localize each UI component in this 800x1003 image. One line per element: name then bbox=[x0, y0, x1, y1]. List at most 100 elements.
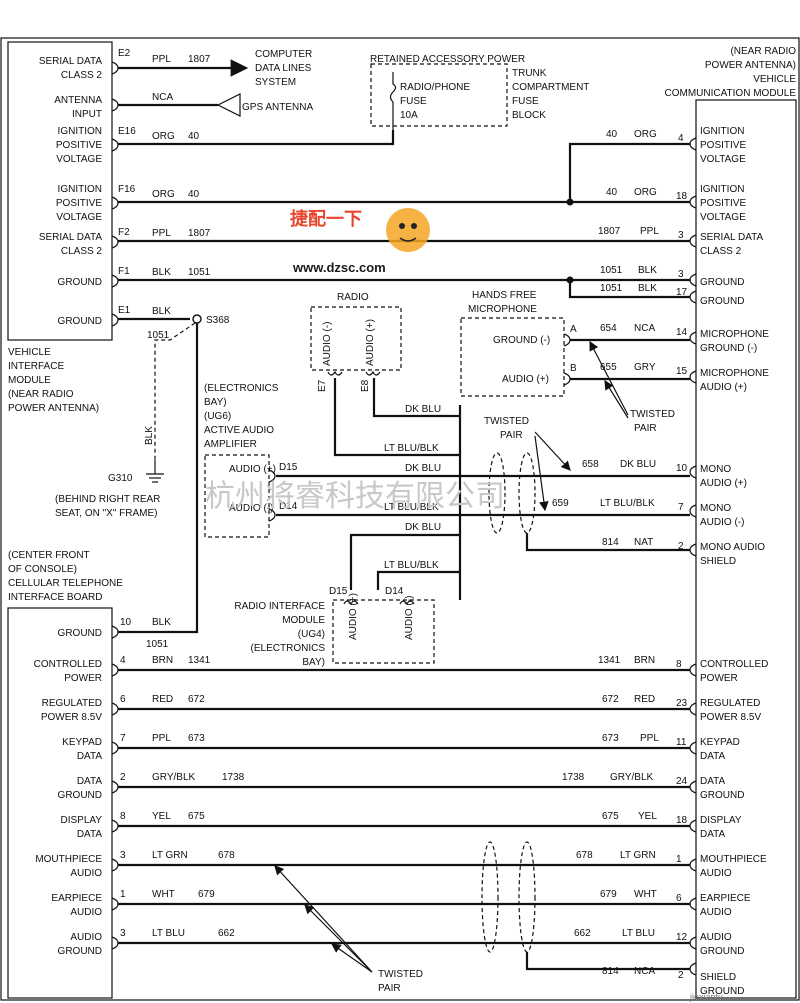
cellular-ground-pin: 10 bbox=[120, 617, 132, 628]
right-label: EARPIECE bbox=[700, 893, 751, 904]
svg-text:MODULE: MODULE bbox=[282, 615, 325, 626]
svg-text:IGNITION: IGNITION bbox=[58, 126, 102, 137]
amp-pin-d14: D14 bbox=[279, 501, 298, 512]
left-pin: 3 bbox=[120, 850, 126, 861]
vim-name: VEHICLE INTERFACE MODULE (NEAR RADIO POW… bbox=[8, 347, 99, 414]
svg-text:3: 3 bbox=[678, 269, 684, 280]
cell-twisted-arrow-2 bbox=[304, 904, 373, 973]
svg-text:IGNITION: IGNITION bbox=[700, 184, 744, 195]
svg-text:MICROPHONE: MICROPHONE bbox=[468, 304, 537, 315]
wire-color: LT GRN bbox=[152, 850, 188, 861]
microphone-title: HANDS FREE MICROPHONE bbox=[468, 290, 537, 315]
wire-color: WHT bbox=[152, 889, 175, 900]
svg-text:NAT: NAT bbox=[634, 537, 653, 548]
cellular-twisted-label: TWISTED PAIR bbox=[378, 969, 423, 994]
cell-shield-label-1: SHIELD bbox=[700, 972, 736, 983]
amp-lt-blu-blk-label: LT BLU/BLK bbox=[384, 502, 439, 513]
cell-shield-connector bbox=[689, 962, 697, 976]
right-connector bbox=[689, 741, 697, 755]
svg-text:RADIO INTERFACE: RADIO INTERFACE bbox=[234, 601, 325, 612]
wire-color: WHT bbox=[634, 889, 657, 900]
svg-text:POWER ANTENNA): POWER ANTENNA) bbox=[8, 403, 99, 414]
left-label: POWER bbox=[64, 673, 102, 684]
mono-twisted-pair-right bbox=[518, 452, 536, 534]
wire-color: PPL bbox=[152, 733, 171, 744]
wire-color: LT GRN bbox=[620, 850, 656, 861]
vcm-name: (NEAR RADIO POWER ANTENNA) VEHICLE COMMU… bbox=[665, 46, 797, 99]
g310-note-1: (BEHIND RIGHT REAR bbox=[55, 494, 160, 505]
fuse-block-location: TRUNK COMPARTMENT FUSE BLOCK bbox=[512, 68, 589, 121]
left-label: AUDIO bbox=[70, 932, 102, 943]
svg-text:IGNITION: IGNITION bbox=[58, 184, 102, 195]
left-label: MOUTHPIECE bbox=[35, 854, 102, 865]
svg-text:(ELECTRONICS: (ELECTRONICS bbox=[204, 383, 279, 394]
svg-text:(ELECTRONICS: (ELECTRONICS bbox=[251, 643, 326, 654]
mic-audio-label: AUDIO (+) bbox=[502, 374, 549, 385]
mic-twisted-arrow-2 bbox=[604, 379, 629, 419]
cell-shield-label-2: GROUND bbox=[700, 986, 744, 997]
right-label: POWER 8.5V bbox=[700, 712, 761, 723]
microphone-box bbox=[460, 317, 565, 397]
s368-to-g310-wire bbox=[154, 322, 196, 460]
svg-text:GROUND: GROUND bbox=[58, 316, 102, 327]
svg-text:40: 40 bbox=[606, 129, 618, 140]
svg-text:BLK: BLK bbox=[152, 306, 171, 317]
right-connector bbox=[689, 702, 697, 716]
svg-text:RADIO/PHONE: RADIO/PHONE bbox=[400, 82, 470, 93]
svg-text:PPL: PPL bbox=[152, 54, 171, 65]
corner-watermark: jiexiantu bbox=[689, 992, 723, 1002]
right-pin: 24 bbox=[676, 776, 688, 787]
wire-color: BRN bbox=[634, 655, 655, 666]
wire-circuit: 678 bbox=[576, 850, 593, 861]
svg-text:40: 40 bbox=[606, 187, 618, 198]
right-connector bbox=[689, 819, 697, 833]
left-label: EARPIECE bbox=[51, 893, 102, 904]
svg-text:COMPARTMENT: COMPARTMENT bbox=[512, 82, 589, 93]
ground-splice-dot bbox=[566, 276, 574, 284]
cell-shield-pin: 2 bbox=[678, 970, 684, 981]
vim-box bbox=[7, 41, 113, 341]
right-connector bbox=[689, 936, 697, 950]
svg-text:GROUND: GROUND bbox=[58, 277, 102, 288]
svg-text:BAY): BAY) bbox=[204, 397, 227, 408]
s368-circuit-label: 1051 bbox=[147, 330, 170, 341]
svg-text:659: 659 bbox=[552, 498, 569, 509]
radio-pin-e7: E7 bbox=[317, 379, 328, 392]
svg-text:ACTIVE AUDIO: ACTIVE AUDIO bbox=[204, 425, 274, 436]
rim-d14-lt-blu-blk-wire bbox=[376, 570, 460, 590]
left-connector bbox=[111, 780, 119, 794]
left-pin: 2 bbox=[120, 772, 126, 783]
cell-twisted-arrow-3 bbox=[331, 943, 373, 973]
svg-text:POSITIVE: POSITIVE bbox=[56, 140, 102, 151]
right-label: POWER bbox=[700, 673, 738, 684]
svg-text:AUDIO (+): AUDIO (+) bbox=[229, 464, 276, 475]
svg-text:VEHICLE: VEHICLE bbox=[753, 74, 796, 85]
right-pin: 1 bbox=[676, 854, 682, 865]
amp-d15-connector bbox=[268, 469, 276, 483]
cellular-ground-circuit: 1051 bbox=[146, 639, 169, 650]
svg-text:FUSE: FUSE bbox=[400, 96, 427, 107]
vcm-pin-labels: IGNITION POSITIVE VOLTAGE IGNITION POSIT… bbox=[700, 126, 769, 567]
svg-text:3: 3 bbox=[678, 230, 684, 241]
dzsc-logo-watermark: 捷配一下 www.dzsc.com bbox=[290, 208, 430, 275]
right-connector bbox=[689, 858, 697, 872]
svg-text:PAIR: PAIR bbox=[378, 983, 401, 994]
g310-wire-color: BLK bbox=[144, 426, 155, 445]
svg-text:TWISTED: TWISTED bbox=[378, 969, 423, 980]
left-pin: 4 bbox=[120, 655, 126, 666]
svg-text:GROUND: GROUND bbox=[700, 277, 744, 288]
svg-text:SERIAL DATA: SERIAL DATA bbox=[39, 56, 102, 67]
wire-color: GRY/BLK bbox=[610, 772, 653, 783]
left-label: GROUND bbox=[58, 790, 102, 801]
svg-text:MONO: MONO bbox=[700, 503, 731, 514]
svg-text:BAY): BAY) bbox=[302, 657, 325, 668]
left-connector bbox=[111, 936, 119, 950]
svg-text:1051: 1051 bbox=[600, 265, 623, 276]
wire-circuit: 1341 bbox=[188, 655, 211, 666]
g310-ground-icon bbox=[146, 460, 164, 483]
wire-circuit: 673 bbox=[602, 733, 619, 744]
svg-text:ORG: ORG bbox=[152, 189, 175, 200]
svg-text:FUSE: FUSE bbox=[512, 96, 539, 107]
